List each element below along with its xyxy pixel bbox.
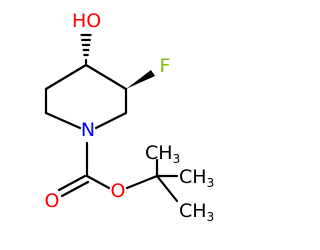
hydroxyl-label: HO [72, 10, 101, 32]
carbamate-bonds [57, 141, 179, 203]
bond-n-c2 [94, 111, 128, 130]
bond-c-o-double-1 [57, 174, 87, 192]
piperidine-ring [44, 63, 128, 130]
bond-o-cq [125, 174, 159, 190]
bond-c6-n [44, 111, 82, 130]
bond-c3-c4 [84, 63, 128, 91]
bond-cq-ch3-bottom [155, 174, 179, 203]
carbonyl-oxygen-label: O [45, 190, 60, 212]
bond-c-o-double-2 [60, 180, 90, 198]
hashed-wedge-bond-oh [80, 33, 92, 65]
bond-c-o-ester [85, 174, 111, 190]
nitrogen-label: N [81, 119, 95, 141]
methyl-bottom-label: CH3 [179, 200, 214, 224]
ester-oxygen-label: O [111, 180, 126, 202]
fluorine-label: F [160, 55, 171, 77]
structure-drawing: HO F N O O CH3 CH3 CH3 [44, 10, 215, 224]
methyl-right-label: CH3 [179, 166, 214, 190]
solid-wedge-bond-f [126, 70, 155, 89]
bond-c4-c5 [44, 63, 88, 91]
structure-canvas: HO F N O O CH3 CH3 CH3 [44, 10, 215, 224]
methyl-top-label: CH3 [145, 142, 180, 166]
